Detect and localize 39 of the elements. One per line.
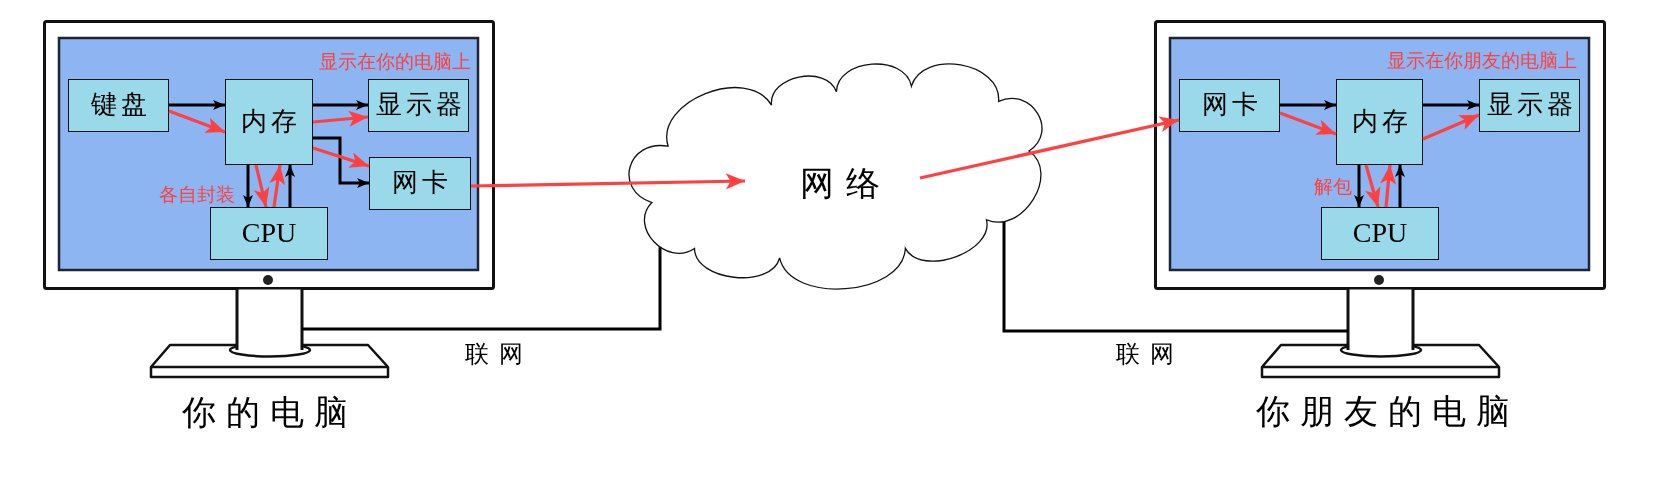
arrow bbox=[285, 165, 295, 207]
memory-box: 内存 bbox=[1336, 79, 1423, 165]
arrow bbox=[1380, 164, 1397, 208]
network-card-box: 网卡 bbox=[1179, 79, 1280, 132]
annotation-text: 显示在你的电脑上 bbox=[319, 51, 471, 72]
arrow bbox=[1364, 164, 1381, 208]
arrow bbox=[312, 146, 370, 168]
arrow bbox=[470, 173, 746, 190]
display-box: 显示器 bbox=[368, 79, 469, 132]
arrow bbox=[1422, 113, 1480, 141]
arrow bbox=[1423, 100, 1479, 110]
cloud-label: 网络 bbox=[799, 164, 892, 204]
arrow bbox=[1279, 111, 1337, 136]
arrow bbox=[1280, 100, 1336, 110]
cpu-box: CPU bbox=[210, 207, 328, 260]
monitor-caption: 你朋友的电脑 bbox=[1255, 392, 1520, 432]
arrow bbox=[313, 100, 368, 110]
arrow bbox=[269, 164, 286, 208]
connecting-line bbox=[302, 247, 662, 331]
network-cloud bbox=[628, 63, 1043, 290]
memory-box: 内存 bbox=[225, 79, 313, 165]
monitor-caption: 你的电脑 bbox=[181, 393, 358, 433]
annotation-text: 各自封装 bbox=[159, 184, 235, 205]
annotation-text: 显示在你朋友的电脑上 bbox=[1387, 50, 1577, 71]
arrow bbox=[168, 109, 226, 134]
arrow bbox=[243, 165, 253, 207]
arrow bbox=[169, 100, 225, 110]
arrow bbox=[253, 164, 270, 208]
connecting-line bbox=[1002, 221, 1348, 333]
display-box: 显示器 bbox=[1479, 79, 1580, 132]
network-card-box: 网卡 bbox=[369, 157, 471, 210]
keyboard-box: 键盘 bbox=[68, 79, 169, 132]
arrow bbox=[313, 136, 369, 188]
arrow bbox=[1395, 165, 1405, 207]
arrow bbox=[919, 116, 1180, 180]
cpu-box: CPU bbox=[1321, 207, 1439, 260]
arrow bbox=[312, 110, 369, 127]
arrow bbox=[1354, 165, 1364, 207]
annotation-text: 解包 bbox=[1314, 176, 1352, 197]
